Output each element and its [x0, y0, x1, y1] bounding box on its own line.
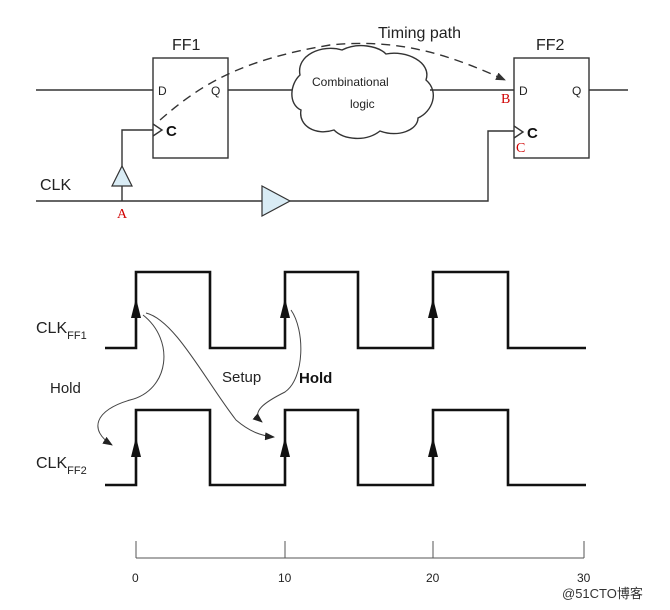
clk-ff2-waveform — [105, 408, 586, 487]
clk-ff1-waveform — [105, 270, 586, 350]
ff1-q-pin: Q — [211, 84, 220, 98]
setup-label: Setup — [222, 369, 261, 386]
ff1-edge-arrow-icon — [280, 298, 290, 318]
flip-flop-ff1: FF1 D Q C — [152, 37, 229, 159]
ff2-box — [513, 57, 590, 159]
clk-to-ff1-wire — [121, 129, 153, 166]
clk-ff1-label: CLKFF1 — [36, 320, 87, 342]
node-a-label: A — [117, 207, 128, 222]
ff1-d-pin: D — [158, 84, 167, 98]
node-c-label: C — [516, 141, 525, 156]
hold-left-arrow — [97, 314, 165, 446]
axis-tick-label: 20 — [426, 571, 440, 585]
ff1-box — [152, 57, 229, 159]
timing-path-label: Timing path — [378, 25, 461, 42]
ff2-label: FF2 — [536, 37, 565, 54]
clk-label: CLK — [40, 177, 71, 194]
axis-tick-label: 10 — [278, 571, 292, 585]
waveforms: CLKFF1 CLKFF2 Hold Setup Hold — [36, 270, 586, 487]
timing-path-arrow — [159, 42, 506, 121]
clk-to-ff2-wire — [290, 130, 514, 202]
combinational-logic-cloud — [291, 44, 435, 140]
watermark: @51CTO博客 — [562, 586, 643, 601]
ff2-edge-arrow-icon — [428, 437, 438, 457]
hold-bold-label: Hold — [299, 370, 332, 387]
ff2-c-pin: C — [527, 125, 538, 142]
ff1-clock-triangle-icon — [152, 123, 164, 137]
node-b-label: B — [501, 92, 510, 107]
flip-flop-ff2: FF2 D Q C — [513, 37, 590, 159]
ff1-label: FF1 — [172, 37, 201, 54]
clk-ff1-buffer-icon — [111, 164, 133, 187]
ff2-q-pin: Q — [572, 84, 581, 98]
ff2-clock-triangle-icon — [513, 125, 525, 139]
ff1-edge-arrow-icon — [131, 298, 141, 318]
ff2-edge-arrow-icon — [131, 437, 141, 457]
circuit-schematic: FF1 D Q C Combinational logic FF2 D Q C … — [36, 25, 628, 222]
axis-tick-label: 30 — [577, 571, 591, 585]
ff1-edge-arrow-icon — [428, 298, 438, 318]
logic-label-line1: Combinational — [312, 75, 389, 89]
clk-buffer-icon — [261, 184, 292, 218]
hold-right-arrow — [252, 309, 302, 423]
setup-arrow — [145, 312, 275, 441]
time-axis: 0 10 20 30 — [132, 541, 591, 585]
ff2-d-pin: D — [519, 84, 528, 98]
ff1-c-pin: C — [166, 123, 177, 140]
clk-ff2-label: CLKFF2 — [36, 455, 87, 477]
logic-label-line2: logic — [350, 97, 375, 111]
ff2-edge-arrow-icon — [280, 437, 290, 457]
hold-left-label: Hold — [50, 380, 81, 397]
axis-tick-label: 0 — [132, 571, 139, 585]
